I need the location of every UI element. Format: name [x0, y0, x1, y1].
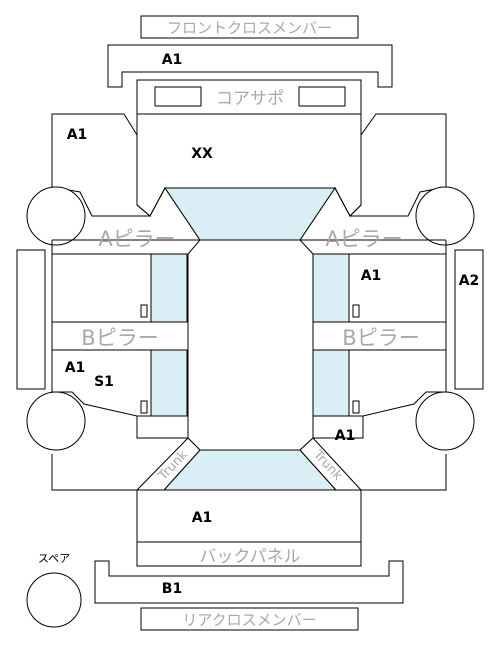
left-front-door[interactable] [52, 253, 152, 323]
right-rear-door-handle [352, 400, 360, 414]
right-front-door-handle [352, 304, 360, 318]
left-front-door-handle [140, 304, 148, 318]
body-outline [51, 240, 447, 491]
rear-right-fender[interactable] [313, 391, 446, 439]
left-rear-door-handle [140, 400, 148, 414]
front-cross-member-label: フロントクロスメンバー [140, 15, 359, 39]
code-left-rear-door-b: S1 [94, 374, 114, 390]
rear-cross-member-text: リアクロスメンバー [182, 611, 316, 629]
core-support-text: コアサポ [216, 89, 284, 109]
trunk-lid[interactable] [136, 489, 362, 543]
right-rocker-panel[interactable] [454, 249, 484, 390]
front-right-wheel[interactable] [415, 186, 475, 246]
code-engine-room: XX [191, 146, 213, 162]
a-pillar-right-text: Aピラー [325, 227, 402, 251]
spare-text: スペア [38, 552, 70, 565]
a-pillar-left-text: Aピラー [98, 227, 175, 251]
core-support[interactable]: コアサポ [136, 79, 362, 115]
code-right-rear-fender: A1 [335, 428, 356, 444]
b-pillar-left-text: Bピラー [81, 326, 158, 350]
front-cross-member-text: フロントクロスメンバー [167, 19, 332, 37]
left-rear-window[interactable] [150, 349, 188, 417]
b-pillar-right-text: Bピラー [342, 326, 419, 350]
code-trunk: A1 [192, 510, 213, 526]
code-left-rear-door-a: A1 [65, 360, 86, 376]
windshield[interactable] [164, 187, 336, 241]
left-headlight-icon [154, 86, 202, 107]
right-rear-window[interactable] [312, 349, 350, 417]
roof[interactable] [187, 239, 314, 451]
b-pillar-left[interactable]: Bピラー [51, 321, 189, 351]
left-front-window[interactable] [150, 253, 188, 323]
code-front-cross-member: A1 [162, 52, 183, 68]
back-panel[interactable]: バックパネル [136, 541, 362, 567]
b-pillar-right[interactable]: Bピラー [311, 321, 447, 351]
code-front-left-fender: A1 [67, 127, 88, 143]
front-left-wheel[interactable] [26, 186, 86, 246]
rear-left-fender[interactable] [52, 391, 188, 439]
right-headlight-icon [298, 86, 346, 107]
back-panel-text: バックパネル [199, 547, 300, 567]
code-right-roof-side: A2 [459, 273, 480, 289]
code-rear-cross-member: B1 [162, 581, 182, 597]
rear-left-wheel[interactable] [26, 391, 86, 451]
left-rocker-panel[interactable] [16, 249, 46, 390]
front-cross-member[interactable] [107, 44, 393, 88]
right-front-window[interactable] [312, 253, 350, 323]
rear-cross-member-label: リアクロスメンバー [140, 607, 359, 631]
rear-cross-member[interactable] [94, 560, 404, 604]
rear-right-wheel[interactable] [415, 391, 475, 451]
spare-tire[interactable]: スペア [26, 552, 82, 628]
code-right-front-door: A1 [361, 268, 382, 284]
a-pillar-right[interactable]: Aピラー [299, 187, 446, 251]
right-front-door[interactable] [348, 253, 446, 323]
